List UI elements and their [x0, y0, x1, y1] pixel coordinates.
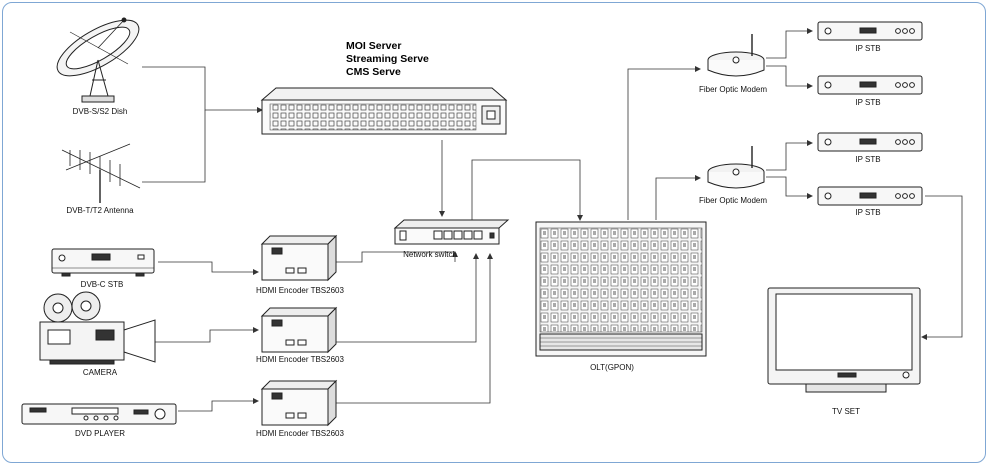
dvbc-stb-icon: [51, 248, 155, 277]
line-olt-modem1: [627, 66, 701, 220]
ip-stb-3-label: IP STB: [855, 155, 881, 164]
dvbc-stb-label: DVB-C STB: [80, 280, 124, 289]
ip-stb-icon-2: [817, 75, 923, 95]
dvbs-dish-label: DVB-S/S2 Dish: [72, 107, 128, 116]
moi-server-icon: [260, 87, 508, 135]
line-enc3-switch: [336, 253, 493, 404]
dvd-player-label: DVD PLAYER: [74, 429, 126, 438]
olt-chassis-icon: [535, 221, 707, 357]
modem-1-label: Fiber Optic Modem: [698, 85, 768, 94]
server-title: MOI Server Streaming Serve CMS Serve: [346, 40, 429, 79]
fiber-optic-modem-icon-1: [707, 34, 765, 77]
dvd-player-icon: [21, 403, 177, 425]
satellite-dish-icon: [56, 17, 140, 103]
line-modem1-stb2: [766, 65, 813, 89]
line-dish-server: [142, 66, 263, 113]
line-olt-modem2: [655, 175, 701, 220]
ip-stb-4-label: IP STB: [855, 208, 881, 217]
hdmi-encoder-icon-1: [260, 234, 338, 282]
line-enc1-switch: [336, 251, 455, 263]
server-title-line-2: Streaming Serve: [346, 53, 429, 65]
modem-2-label: Fiber Optic Modem: [698, 196, 768, 205]
ip-stb-2-label: IP STB: [855, 98, 881, 107]
ip-stb-icon-1: [817, 21, 923, 41]
encoder-2-label: HDMI Encoder TBS2603: [256, 355, 344, 364]
ip-stb-icon-3: [817, 132, 923, 152]
line-modem2-stb3: [766, 140, 813, 171]
line-dvd-encoder: [178, 398, 259, 412]
antenna-icon: [61, 143, 141, 203]
line-dvbc-encoder: [158, 261, 259, 275]
hdmi-encoder-icon-3: [260, 379, 338, 427]
hdmi-encoder-icon-2: [260, 306, 338, 354]
network-switch-label: Network switch: [403, 250, 457, 259]
dvbt-antenna-label: DVB-T/T2 Antenna: [66, 206, 134, 215]
network-switch-icon: [393, 219, 510, 245]
camera-icon: [39, 291, 156, 365]
server-title-line-1: MOI Server: [346, 40, 402, 52]
ip-stb-icon-4: [817, 186, 923, 206]
connection-lines: [142, 28, 963, 412]
encoder-1-label: HDMI Encoder TBS2603: [256, 286, 344, 295]
line-switch-olt: [471, 159, 583, 226]
line-stb4-tv: [921, 195, 963, 340]
line-enc2-switch: [336, 253, 479, 343]
ip-stb-1-label: IP STB: [855, 44, 881, 53]
camera-label: CAMERA: [82, 368, 118, 377]
line-camera-encoder: [155, 327, 259, 343]
line-modem2-stb4: [766, 176, 813, 199]
olt-label: OLT(GPON): [590, 363, 634, 372]
encoder-3-label: HDMI Encoder TBS2603: [256, 429, 344, 438]
tv-set-icon: [767, 287, 921, 393]
tv-set-label: TV SET: [831, 407, 861, 416]
fiber-optic-modem-icon-2: [707, 146, 765, 189]
line-modem1-stb1: [766, 28, 813, 59]
server-title-line-3: CMS Serve: [346, 66, 401, 78]
line-antenna-server: [142, 110, 206, 183]
